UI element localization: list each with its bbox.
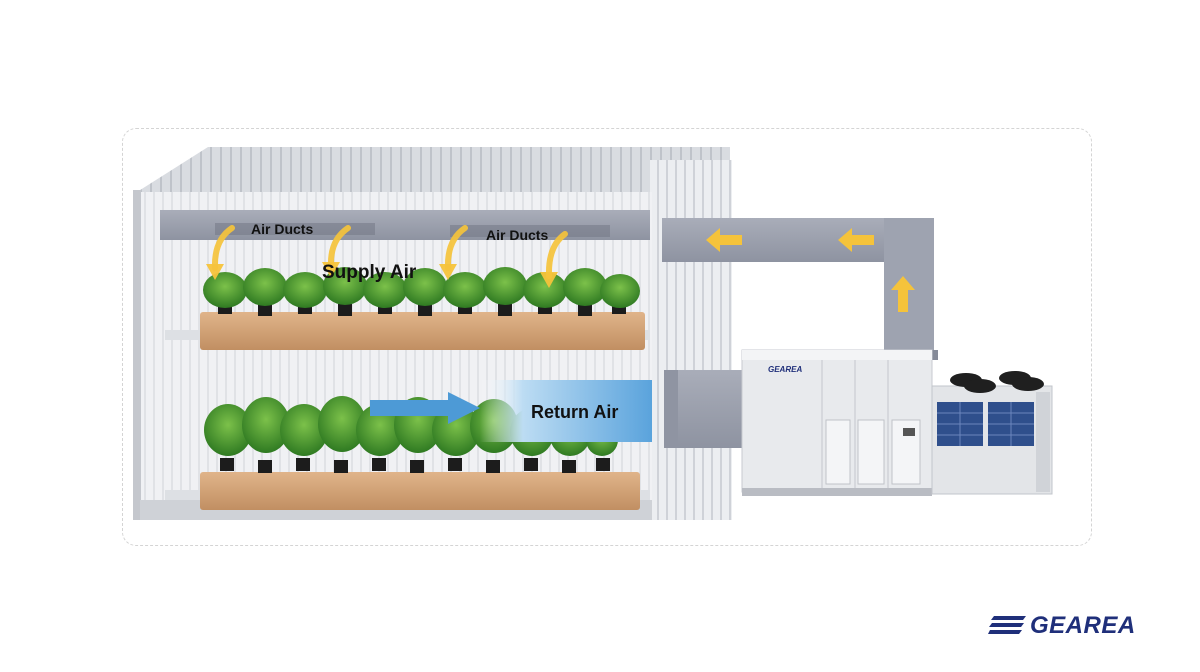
duct-flow-arrows xyxy=(706,228,915,312)
brand-logo: GEAREA xyxy=(1030,612,1136,639)
unit-brand-logo: GEAREA xyxy=(768,365,803,374)
upper-tray xyxy=(200,312,645,350)
hvac-unit xyxy=(741,349,1053,496)
air-ducts-label-left: Air Ducts xyxy=(251,221,314,237)
return-air-glow xyxy=(480,380,652,442)
return-air-label: Return Air xyxy=(531,402,619,422)
return-air-arrow xyxy=(370,392,480,424)
container-roof xyxy=(137,147,730,192)
upper-plants xyxy=(203,267,640,316)
brand-logo-mark xyxy=(988,616,1026,634)
container-left-edge xyxy=(133,190,141,520)
lower-tray xyxy=(200,472,640,510)
air-ducts-label-right: Air Ducts xyxy=(486,227,549,243)
supply-air-label: Supply Air xyxy=(322,262,417,283)
container-right-wall xyxy=(650,160,732,520)
diagram-frame xyxy=(122,128,1092,546)
supply-air-arrows xyxy=(211,225,568,279)
